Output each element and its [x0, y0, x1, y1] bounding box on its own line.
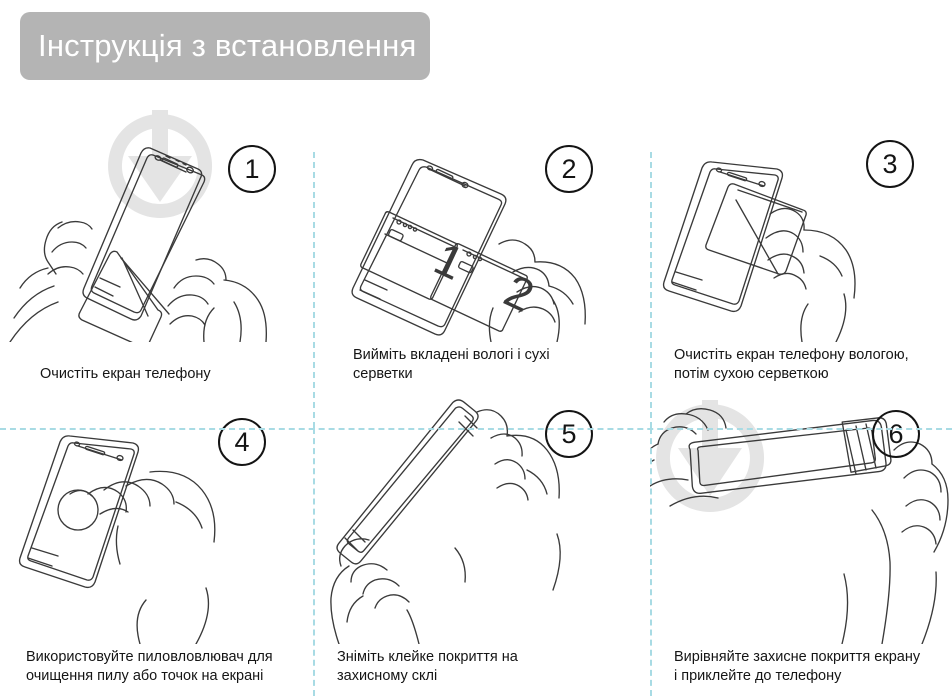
step-caption-1: Очистіть екран телефону	[40, 366, 211, 382]
step-cell-3: 3 Очистіть екран телефону вологою, потім…	[650, 92, 952, 394]
step-cell-1: 1 Очистіть екран телефону	[0, 92, 313, 394]
step-caption-6: Вирівняйте захисне покриття екрану і при…	[674, 649, 921, 684]
step-number-3: 3	[866, 140, 914, 188]
page-title-banner: Інструкція з встановлення	[20, 12, 430, 80]
illustration-hand-wiping-phone-screen	[650, 92, 952, 342]
instruction-steps-grid: 1 Очистіть екран телефону	[0, 92, 952, 696]
step-caption-2: Вийміть вкладені вологі і сухі серветки	[353, 347, 550, 382]
step-number-1: 1	[228, 145, 276, 193]
steps-row-bottom: 4 Використовуйте пиловловлювач для очище…	[0, 394, 952, 696]
illustration-hand-holding-phone-with-cloth	[0, 92, 313, 342]
step-caption-5: Зніміть клейке покриття на захисному скл…	[337, 649, 518, 684]
step-caption-4: Використовуйте пиловловлювач для очищенн…	[26, 649, 273, 684]
step-number-4: 4	[218, 418, 266, 466]
illustration-phone-with-two-wipe-packets: 1 2	[313, 92, 650, 342]
steps-row-top: 1 Очистіть екран телефону	[0, 92, 952, 394]
divider-vertical-top-right	[650, 152, 652, 428]
step-cell-2: 1 2 2 Вийміть вкладені вологі і сухі сер…	[313, 92, 650, 394]
step-caption-3: Очистіть екран телефону вологою, потім с…	[674, 347, 909, 382]
step-cell-6: 6 Вирівняйте захисне покриття екрану і п…	[650, 394, 952, 696]
illustration-peeling-adhesive-film-from-glass	[313, 394, 650, 644]
step-cell-4: 4 Використовуйте пиловловлювач для очище…	[0, 394, 313, 696]
step-number-6: 6	[872, 410, 920, 458]
watermark-logo-icon	[108, 110, 213, 218]
divider-vertical-bottom-left	[313, 428, 315, 696]
step-number-2: 2	[545, 145, 593, 193]
packet-label-2: 2	[497, 264, 542, 322]
divider-vertical-bottom-right	[650, 428, 652, 696]
page-title: Інструкція з встановлення	[38, 28, 417, 63]
illustration-hand-applying-dust-sticker	[0, 394, 313, 644]
illustration-aligning-glass-onto-phone	[650, 394, 952, 644]
step-cell-5: 5 Зніміть клейке покриття на захисному с…	[313, 394, 650, 696]
step-number-5: 5	[545, 410, 593, 458]
divider-horizontal-middle	[0, 428, 952, 430]
watermark-logo-icon	[656, 400, 765, 512]
divider-vertical-top-left	[313, 152, 315, 428]
